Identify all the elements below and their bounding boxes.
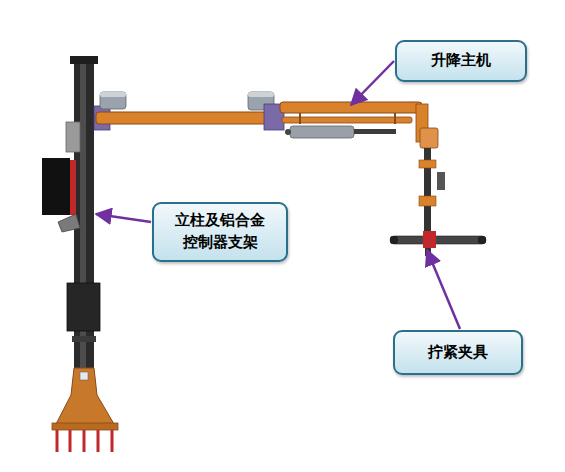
column-base <box>52 368 118 452</box>
lifting-unit <box>280 102 438 148</box>
leader-line <box>96 61 460 329</box>
callout-label: 拧紧夹具 <box>428 342 488 364</box>
callout-box: 升降主机 <box>395 40 527 82</box>
tightening-fixture <box>390 148 486 256</box>
callout-label: 立柱及铝合金 控制器支架 <box>164 210 276 254</box>
callout-box: 拧紧夹具 <box>393 330 523 375</box>
upper-arm <box>94 92 284 130</box>
callout-label: 升降主机 <box>431 50 491 72</box>
callout-box: 立柱及铝合金 控制器支架 <box>152 202 288 262</box>
